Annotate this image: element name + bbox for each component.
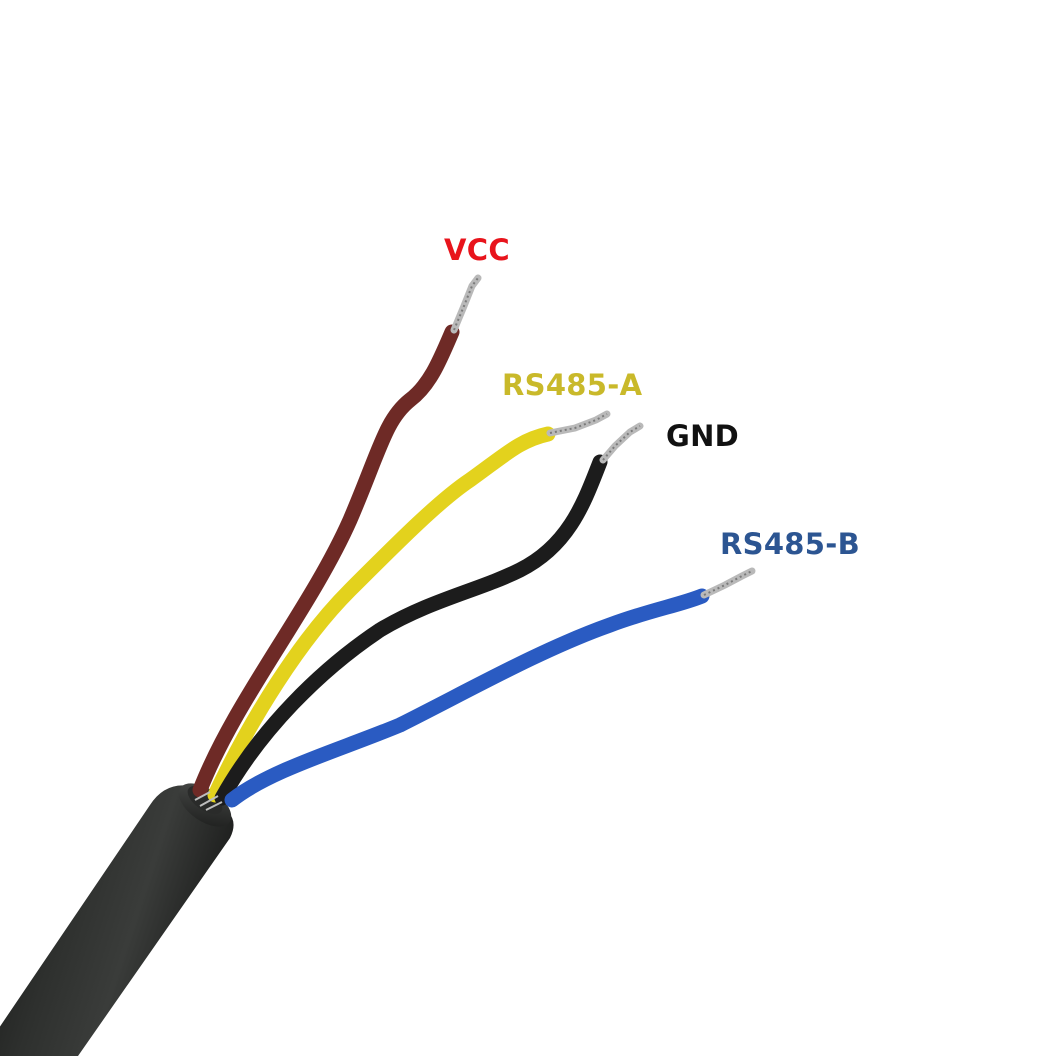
shield-strands (194, 791, 223, 811)
wire-rs485a (207, 410, 611, 803)
cable-jacket (0, 783, 234, 1056)
label-gnd: GND (666, 419, 740, 453)
wire-gnd (214, 422, 644, 806)
wire-rs485b (224, 567, 756, 808)
label-vcc: VCC (444, 233, 510, 267)
label-rs485a: RS485-A (502, 368, 643, 402)
wire-vcc (192, 274, 482, 798)
label-rs485b: RS485-B (720, 527, 860, 561)
